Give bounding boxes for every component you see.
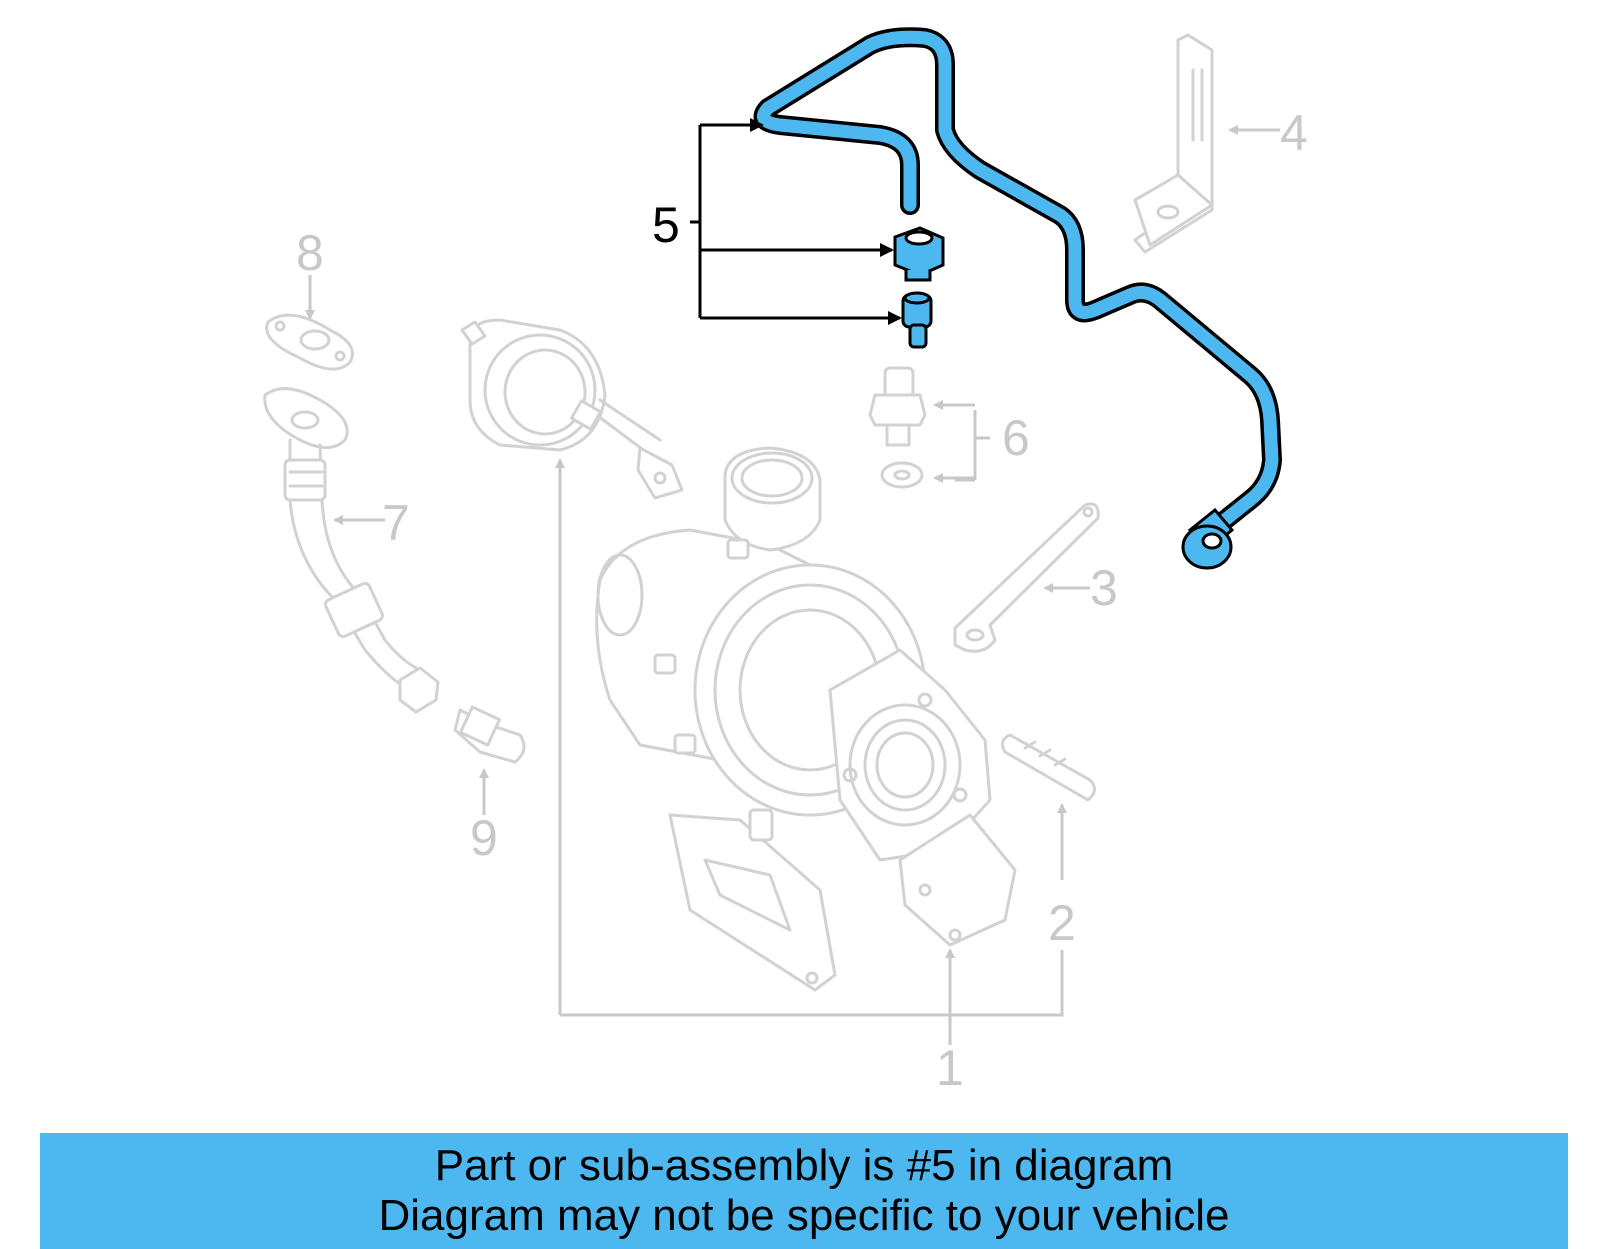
callout-5: 5: [652, 197, 680, 253]
callout-6: 6: [1002, 410, 1030, 466]
turbocharger-part-1: [595, 446, 1017, 992]
callout-7: 7: [382, 495, 410, 551]
stud-part-2: [1000, 733, 1096, 802]
callout-4: 4: [1280, 105, 1308, 161]
banner-disclaimer: Diagram may not be specific to your vehi…: [378, 1191, 1230, 1240]
oil-feed-pipe-part-5: [753, 27, 1282, 570]
callout-8: 8: [296, 225, 324, 281]
oil-return-pipe-part-7: [263, 387, 440, 714]
banner-part-note: Part or sub-assembly is #5 in diagram: [434, 1141, 1174, 1190]
wastegate-actuator: [460, 318, 684, 500]
bracket-part-4: [1133, 33, 1214, 254]
fitting-part-9: [453, 705, 526, 764]
strap-part-3: [953, 502, 1100, 653]
info-banner: Part or sub-assembly is #5 in diagram Di…: [40, 1133, 1568, 1249]
callout-3: 3: [1090, 560, 1118, 616]
flare-nut-part-5: [893, 226, 945, 282]
union-bolt-part-6: [868, 366, 927, 489]
callout-2: 2: [1048, 895, 1076, 951]
callout-1: 1: [936, 1040, 964, 1096]
callout-9: 9: [470, 810, 498, 866]
parts-diagram: 1 2 3 4 5 6 7 8 9: [263, 27, 1308, 1096]
gasket-part-8: [265, 313, 354, 371]
fitting-part-5: [901, 291, 933, 349]
